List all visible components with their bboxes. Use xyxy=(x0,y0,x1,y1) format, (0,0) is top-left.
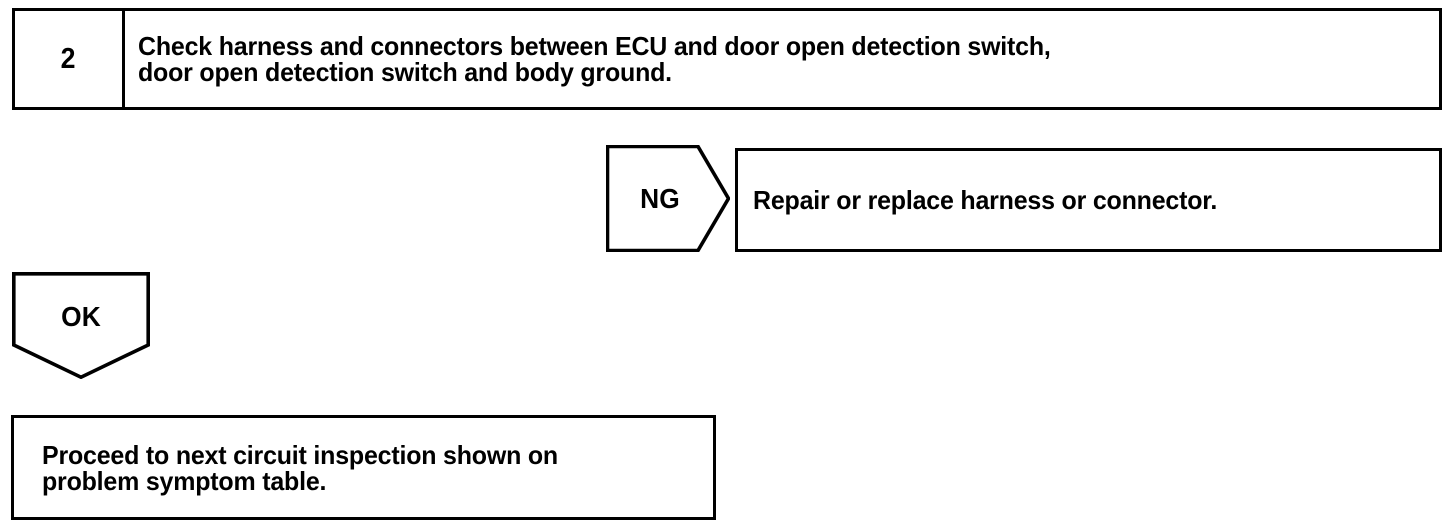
outcome-box: Proceed to next circuit inspection shown… xyxy=(11,415,716,520)
ok-branch-pentagon-icon xyxy=(12,272,150,379)
ok-branch-label: OK xyxy=(61,301,101,332)
step-number-cell: 2 xyxy=(15,11,125,107)
outcome-text: Proceed to next circuit inspection shown… xyxy=(42,439,558,496)
ok-branch-label-wrap: OK xyxy=(16,272,146,362)
ng-branch-label: NG xyxy=(640,182,680,214)
repair-result-text: Repair or replace harness or connector. xyxy=(753,185,1218,215)
repair-result-box: Repair or replace harness or connector. xyxy=(735,148,1442,252)
ng-branch-pentagon-icon xyxy=(606,145,730,252)
step-row: 2 Check harness and connectors between E… xyxy=(12,8,1442,110)
step-instruction-text: Check harness and connectors between ECU… xyxy=(138,31,1051,87)
ng-branch-label-wrap: NG xyxy=(609,145,711,252)
step-number: 2 xyxy=(61,42,76,75)
step-instruction-cell: Check harness and connectors between ECU… xyxy=(125,11,1439,107)
